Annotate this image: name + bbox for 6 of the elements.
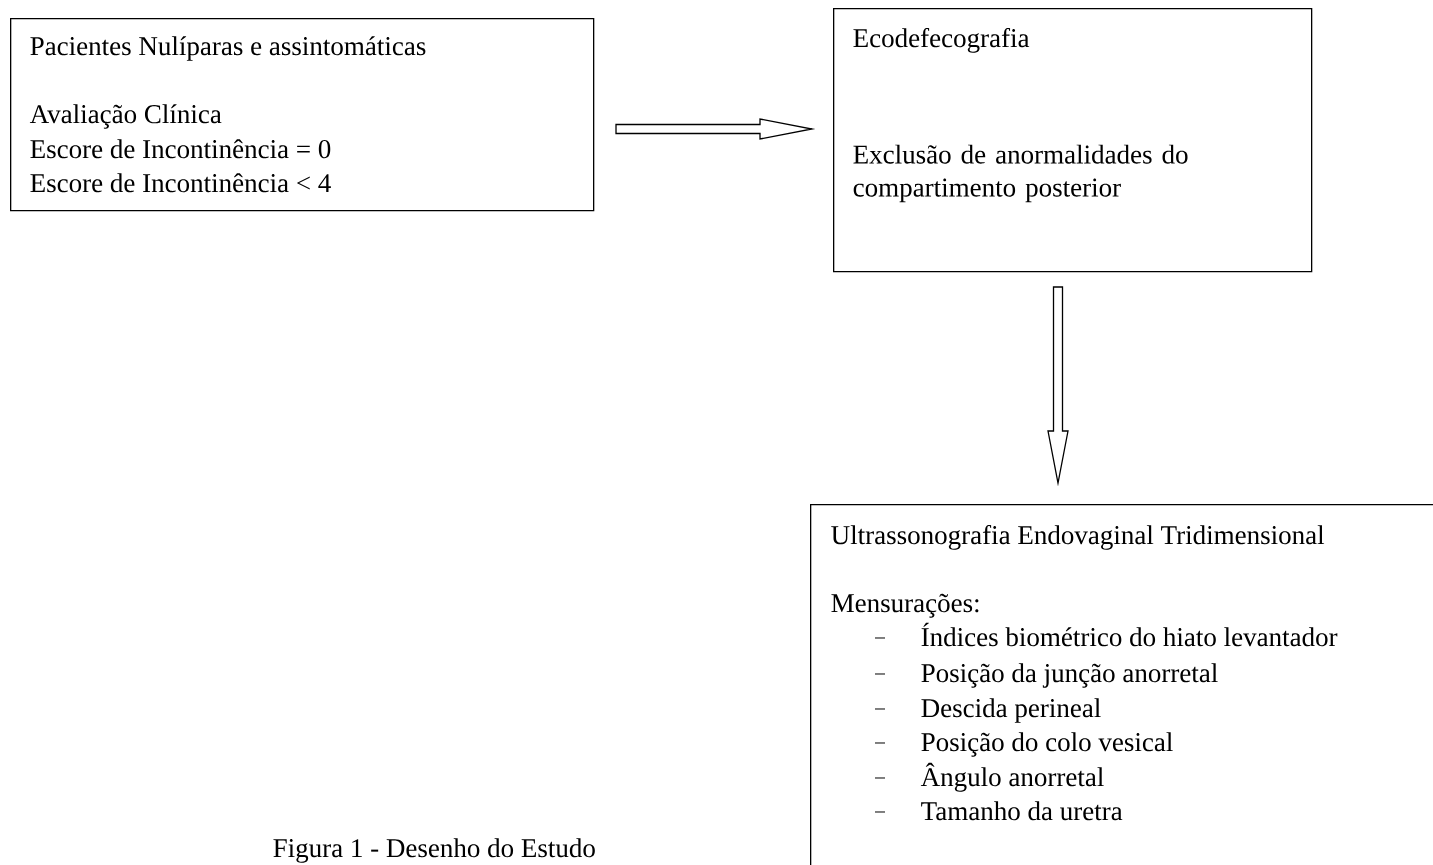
figure-caption: Figura 1 - Desenho do Estudo (273, 838, 595, 863)
process-box: Ecodefecografia Exclusão de anormalidades do compartimento posterior (833, 8, 1313, 273)
process-box: Pacientes Nulíparas e assintomáticas Avaliação Clínica Escore de Incontinência = 0 Escore de Incontinência < 4 (10, 18, 595, 212)
process-box: Ultrassonografia Endovaginal Tridimensional Mensurações: Índices biométrico do hiato levantador Posição da junção anorretal Descida perineal Posição do colo vesical Ângulo anorretal Tamanho da uretra (810, 504, 1433, 865)
block-arrow (1047, 286, 1069, 487)
block-arrow (615, 118, 816, 140)
